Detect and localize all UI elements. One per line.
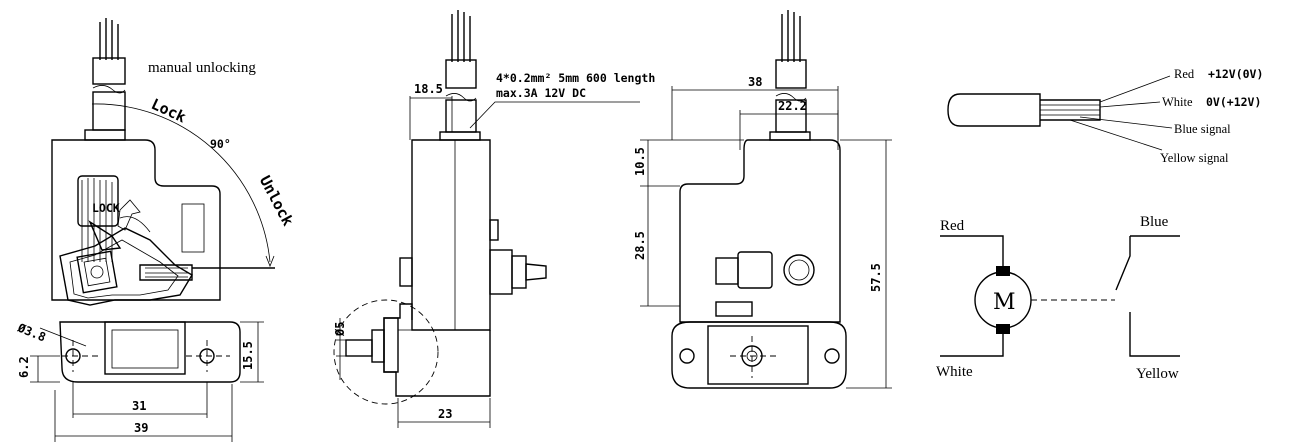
front-cable <box>84 18 126 141</box>
dim-57-5: 57.5 <box>869 263 883 292</box>
wire-yellow-label: Yellow signal <box>1160 151 1229 165</box>
front-body-outline <box>51 139 221 301</box>
schematic-white: White <box>936 364 973 380</box>
dim-22-2: 22.2 <box>778 99 807 113</box>
front-dimensions: Ø3.8 6.2 15.5 31 39 <box>15 320 264 442</box>
angle-label: 90° <box>210 137 231 151</box>
dim-6-2: 6.2 <box>17 356 31 378</box>
side-view: 18.5 4*0.2mm² 5mm 600 length max.3A 12V … <box>333 10 655 428</box>
schematic-yellow: Yellow <box>1136 366 1179 382</box>
dim-31: 31 <box>132 399 146 413</box>
back-flange <box>671 321 847 389</box>
dim-5: Ø5 <box>333 322 347 337</box>
front-slot <box>181 203 205 253</box>
dim-15-5: 15.5 <box>241 341 255 370</box>
front-flange <box>59 321 241 383</box>
side-connector <box>489 249 547 295</box>
side-dimensions: 18.5 4*0.2mm² 5mm 600 length max.3A 12V … <box>333 71 655 428</box>
back-square <box>715 257 739 285</box>
unlock-lever <box>59 227 275 306</box>
side-tab <box>489 219 499 241</box>
schematic: M Red White Blue Yellow <box>936 214 1180 382</box>
manual-unlocking-label: manual unlocking <box>148 60 256 76</box>
schematic-blue: Blue <box>1140 214 1169 230</box>
detail-circle <box>333 299 439 405</box>
front-view: LOCK Lock Unlock 90° manual unlocking Ø3… <box>15 18 297 442</box>
wire-red-label: Red <box>1174 67 1195 81</box>
lock-mark: LOCK <box>92 201 120 215</box>
back-body-outline <box>679 139 841 323</box>
key-slot <box>77 175 151 262</box>
unlock-arc-label: Unlock <box>256 173 297 229</box>
back-port-inner <box>788 259 810 281</box>
back-port-outer <box>783 254 815 286</box>
dim-39: 39 <box>134 421 148 435</box>
schematic-red: Red <box>940 218 965 234</box>
side-cable <box>439 10 481 141</box>
dim-28-5: 28.5 <box>633 231 647 260</box>
dim-38: 38 <box>748 75 762 89</box>
rotation-arc <box>91 103 271 263</box>
side-base <box>345 303 491 397</box>
wire-blue-label: Blue signal <box>1174 122 1231 136</box>
lock-arc-label: Lock <box>148 95 188 127</box>
back-tab <box>715 301 753 317</box>
side-knob <box>399 257 413 287</box>
motor-label: M <box>993 290 1016 315</box>
wire-red-voltage: +12V(0V) <box>1208 67 1263 81</box>
cable-spec: 4*0.2mm² 5mm 600 length <box>496 71 655 85</box>
rating: max.3A 12V DC <box>496 86 586 100</box>
back-cable <box>769 10 811 141</box>
wire-diagram: Red +12V(0V) White 0V(+12V) Blue signal … <box>947 67 1263 165</box>
wire-white-label: White <box>1162 95 1193 109</box>
back-boss <box>737 251 773 289</box>
dim-23: 23 <box>438 407 452 421</box>
dim-10-5: 10.5 <box>633 147 647 176</box>
dim-18-5: 18.5 <box>414 82 443 96</box>
back-view: 38 22.2 10.5 28.5 57.5 <box>633 10 892 389</box>
side-body <box>411 139 491 331</box>
motor-brush-top <box>996 266 1010 276</box>
motor-brush-bottom <box>996 324 1010 334</box>
back-dimensions: 38 22.2 10.5 28.5 57.5 <box>633 75 892 389</box>
wire-white-voltage: 0V(+12V) <box>1206 95 1261 109</box>
dim-hole: Ø3.8 <box>15 320 48 344</box>
